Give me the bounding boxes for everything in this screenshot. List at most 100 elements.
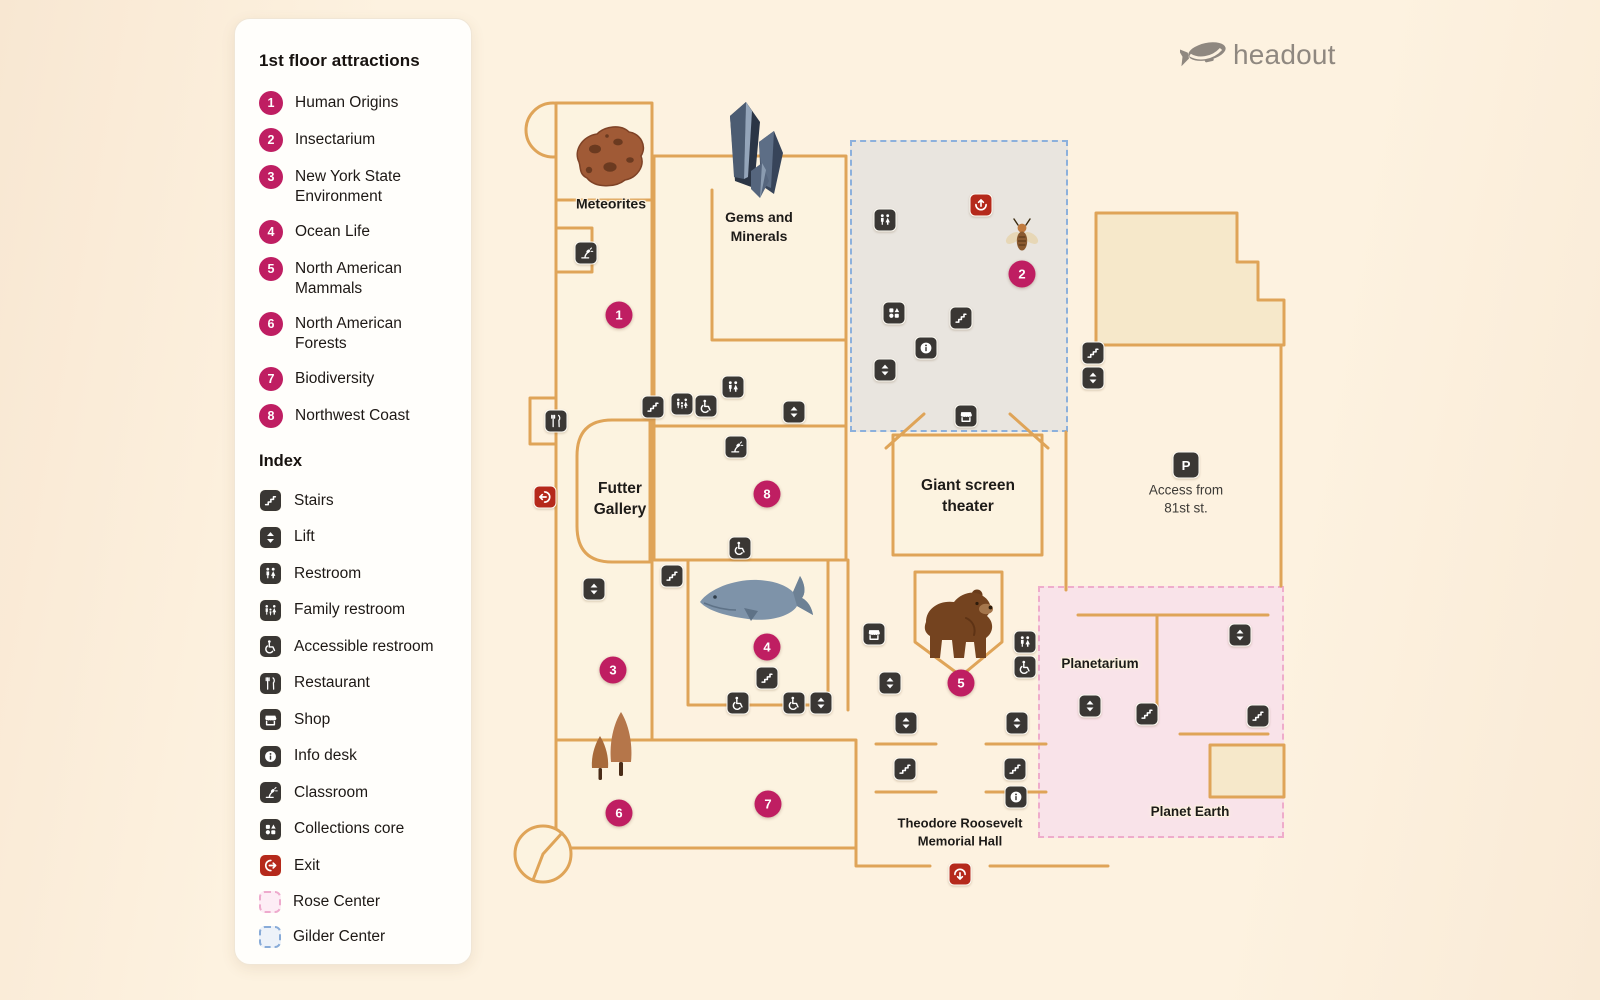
legend-attraction-7[interactable]: 7 Biodiversity bbox=[259, 367, 449, 391]
map-accessible-restroom-icon bbox=[694, 394, 718, 418]
map-badge-2[interactable]: 2 bbox=[1008, 260, 1036, 288]
index-label: Lift bbox=[294, 528, 315, 545]
map-stairs-icon bbox=[1135, 702, 1159, 726]
classroom-icon bbox=[259, 781, 282, 804]
map-badge-8[interactable]: 8 bbox=[753, 480, 781, 508]
map-stairs-icon bbox=[1003, 757, 1027, 781]
map-lift-icon bbox=[878, 671, 902, 695]
index-label: Restroom bbox=[294, 564, 362, 582]
map-badge-3[interactable]: 3 bbox=[599, 656, 627, 684]
map-restroom-icon bbox=[1013, 630, 1037, 654]
map-stairs-icon bbox=[1081, 341, 1105, 365]
attraction-number-badge: 7 bbox=[259, 367, 283, 391]
headout-logo[interactable]: headout bbox=[1177, 36, 1336, 73]
map-stairs-icon bbox=[1246, 704, 1270, 728]
map-badge-4[interactable]: 4 bbox=[753, 633, 781, 661]
legend-index-swatch-gilder: Gilder Center bbox=[259, 926, 449, 948]
map-label-meteorites: Meteorites bbox=[575, 195, 647, 212]
legend-attraction-6[interactable]: 6 North American Forests bbox=[259, 312, 449, 354]
index-label: Collections core bbox=[294, 820, 405, 837]
map-lift-icon bbox=[1228, 623, 1252, 647]
fly-illustration bbox=[1004, 216, 1040, 256]
lift-icon bbox=[259, 525, 282, 549]
shop-icon bbox=[259, 708, 282, 731]
legend-index-stairs: Stairs bbox=[259, 489, 449, 512]
attraction-number-badge: 1 bbox=[259, 91, 283, 115]
index-label: Restaurant bbox=[294, 674, 370, 691]
map-info-icon bbox=[914, 336, 938, 360]
map-lift-icon bbox=[809, 691, 833, 715]
legend-title: 1st floor attractions bbox=[259, 51, 420, 70]
gilder-center-region bbox=[850, 140, 1068, 432]
accessible-restroom-icon bbox=[259, 635, 282, 658]
index-label: Gilder Center bbox=[293, 928, 386, 945]
attraction-number-badge: 3 bbox=[259, 165, 283, 189]
bear-illustration bbox=[916, 580, 1000, 668]
exit-icon bbox=[259, 854, 282, 877]
legend-index-restroom: Restroom bbox=[259, 562, 449, 585]
map-accessible-restroom-icon bbox=[726, 691, 750, 715]
svg-text:P: P bbox=[1182, 458, 1191, 473]
map-badge-7[interactable]: 7 bbox=[754, 790, 782, 818]
map-badge-6[interactable]: 6 bbox=[605, 799, 633, 827]
index-label: Accessible restroom bbox=[294, 637, 434, 655]
stairs-icon bbox=[259, 489, 282, 512]
legend-attraction-2[interactable]: 2 Insectarium bbox=[259, 128, 449, 152]
legend-index-lift: Lift bbox=[259, 525, 449, 549]
attraction-label: Biodiversity bbox=[295, 370, 375, 387]
rose-center-swatch bbox=[259, 890, 281, 913]
map-badge-5[interactable]: 5 bbox=[947, 669, 975, 697]
map-accessible-restroom-icon bbox=[782, 691, 806, 715]
legend-index-classroom: Classroom bbox=[259, 781, 449, 804]
attraction-number-badge: 8 bbox=[259, 404, 283, 428]
map-badge-1[interactable]: 1 bbox=[605, 301, 633, 329]
attraction-label: Insectarium bbox=[295, 131, 376, 148]
map-exit-up-icon bbox=[969, 193, 993, 217]
map-lift-icon bbox=[1081, 366, 1105, 390]
index-label: Info desk bbox=[294, 747, 357, 764]
logo-wordmark: headout bbox=[1233, 38, 1336, 70]
map-classroom-icon bbox=[574, 241, 598, 265]
map-shop-icon bbox=[862, 622, 886, 646]
crystals-illustration bbox=[702, 100, 790, 205]
index-label: Exit bbox=[294, 856, 320, 874]
restroom-icon bbox=[259, 562, 282, 585]
map-restroom-icon bbox=[721, 375, 745, 399]
attraction-number-badge: 2 bbox=[259, 128, 283, 152]
map-restaurant-icon bbox=[544, 409, 568, 433]
index-label: Rose Center bbox=[293, 892, 381, 910]
attraction-number-badge: 6 bbox=[259, 312, 283, 336]
blimp-icon bbox=[1177, 36, 1226, 73]
map-accessible-restroom-icon bbox=[1013, 655, 1037, 679]
map-label-planetarium: Planetarium bbox=[1061, 655, 1139, 671]
attraction-label: New York State Environment bbox=[295, 168, 401, 205]
family-restroom-icon bbox=[259, 598, 282, 622]
info-icon bbox=[259, 744, 282, 768]
collections-icon bbox=[259, 817, 282, 841]
map-exit-left-icon bbox=[533, 485, 557, 509]
index-label: Family restroom bbox=[294, 601, 406, 618]
legend-index-shop: Shop bbox=[259, 708, 449, 731]
map-exit-down-icon bbox=[948, 862, 972, 886]
map-lift-icon bbox=[782, 400, 806, 424]
trees-illustration bbox=[588, 710, 640, 782]
whale-illustration bbox=[694, 566, 816, 630]
index-label: Shop bbox=[294, 710, 331, 728]
legend-index-exit: Exit bbox=[259, 854, 449, 877]
restaurant-icon bbox=[259, 671, 282, 695]
attraction-label: North American Forests bbox=[295, 315, 402, 352]
legend-attraction-3[interactable]: 3 New York State Environment bbox=[259, 165, 449, 207]
legend-index-collections: Collections core bbox=[259, 817, 449, 841]
